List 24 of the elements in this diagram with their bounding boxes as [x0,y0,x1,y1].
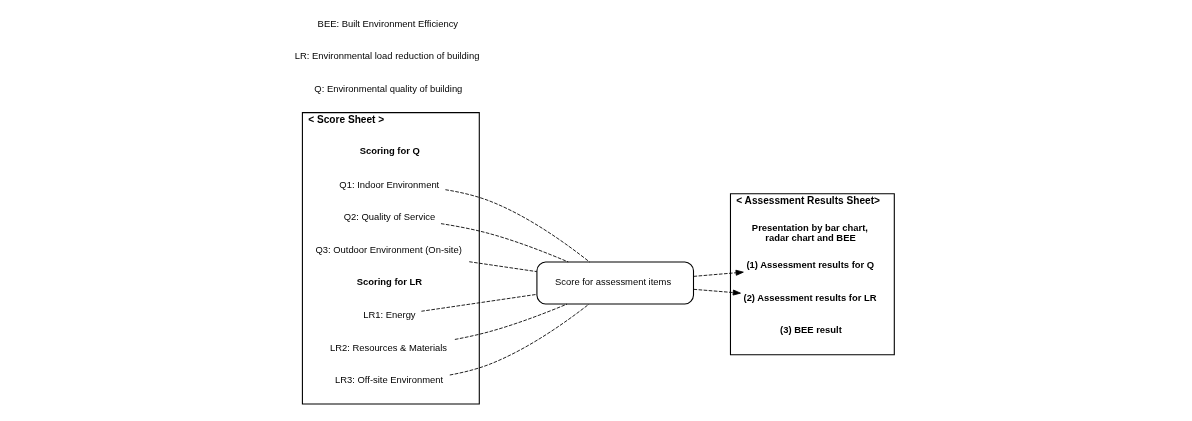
label: Scoring for LR [356,275,423,287]
label: LR: Environmental load reduction of building [294,50,480,62]
node-text: LR1: Energy [363,309,416,321]
node-text: Q1: Indoor Environment [339,178,440,190]
node-text: Q2: Quality of Service [343,211,436,223]
node-box: Score for assessment items [536,261,695,305]
node-text: LR3: Off-site Environment [335,374,444,386]
node-text: Presentation by bar chart, radar chart and BEE [751,222,868,243]
connector [468,261,538,273]
label: Q: Environmental quality of building [314,82,463,94]
connector [454,303,568,340]
node-text: LR2: Resources & Materials [329,341,448,353]
node-text: Q3: Outdoor Environment (On-site) [315,243,462,255]
node-text: (3) BEE result [780,324,842,336]
connector [420,293,538,312]
connector [445,189,590,263]
connector [449,303,590,376]
node-text: (1) Assessment results for Q [746,259,875,271]
arrow [693,288,741,296]
label: Scoring for Q [359,145,420,157]
arrow [693,269,744,277]
node-text: (2) Assessment results for LR [743,291,877,303]
connector [440,223,569,263]
label: BEE: Built Environment Efficiency [317,17,459,29]
